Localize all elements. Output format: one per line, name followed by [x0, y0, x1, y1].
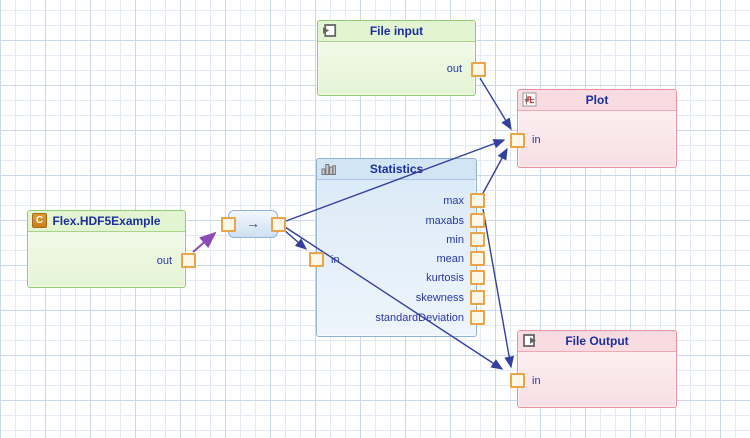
node-statistics[interactable]: Statistics in max maxabs min mean kurtos…: [309, 158, 485, 337]
port-flex-out[interactable]: [181, 253, 196, 268]
node-flex-titlebar[interactable]: C Flex.HDF5Example: [28, 211, 185, 232]
port-statistics-maxabs[interactable]: [470, 213, 485, 228]
port-label-kurtosis: kurtosis: [426, 272, 464, 284]
node-plot-titlebar[interactable]: Plot: [518, 90, 676, 111]
node-statistics-titlebar[interactable]: Statistics: [317, 159, 476, 180]
port-label-in: in: [532, 134, 541, 146]
port-label-min: min: [446, 234, 464, 246]
node-relay[interactable]: →: [221, 210, 286, 238]
port-label-maxabs: maxabs: [425, 215, 464, 227]
bar-chart-icon: [321, 161, 337, 176]
node-plot[interactable]: Plot in: [510, 89, 677, 168]
wire-relay-out-to-plot-in[interactable]: [285, 139, 506, 222]
port-label-out: out: [156, 255, 172, 267]
port-relay-in[interactable]: [221, 217, 236, 232]
port-statistics-min[interactable]: [470, 232, 485, 247]
node-file-input[interactable]: File input out: [317, 20, 486, 96]
node-title: File input: [369, 24, 424, 38]
port-file-input-out[interactable]: [471, 62, 486, 77]
wire-file-input-out-to-plot-in[interactable]: [479, 77, 512, 131]
class-c-icon: C: [32, 213, 47, 228]
wire-relay-out-to-file-output-in[interactable]: [284, 226, 504, 370]
node-file-output[interactable]: File Output in: [510, 330, 677, 408]
node-title: Flex.HDF5Example: [52, 214, 161, 228]
node-title: Plot: [585, 93, 609, 107]
port-label-standarddeviation: standardDeviation: [375, 312, 464, 324]
file-import-icon: [322, 23, 337, 38]
port-label-max: max: [443, 195, 464, 207]
port-label-skewness: skewness: [415, 292, 464, 304]
port-statistics-kurtosis[interactable]: [470, 270, 485, 285]
node-file-input-titlebar[interactable]: File input: [318, 21, 475, 42]
port-statistics-max[interactable]: [470, 193, 485, 208]
wire-flex-out-to-relay-in[interactable]: [192, 231, 217, 253]
port-file-output-in[interactable]: [510, 373, 525, 388]
arrow-right-icon: →: [246, 215, 260, 231]
node-title: Statistics: [369, 162, 424, 176]
port-statistics-mean[interactable]: [470, 251, 485, 266]
node-flex-hdf5example[interactable]: C Flex.HDF5Example out: [27, 210, 196, 288]
port-label-in: in: [532, 375, 541, 387]
wire-statistics-max-to-file-output-in[interactable]: [482, 208, 514, 369]
port-label-out: out: [446, 63, 462, 75]
wire-statistics-max-to-plot-in[interactable]: [481, 147, 508, 196]
port-statistics-skewness[interactable]: [470, 290, 485, 305]
node-title: File Output: [565, 334, 629, 348]
file-export-icon: [522, 333, 537, 348]
plot-icon: [522, 92, 537, 107]
port-plot-in[interactable]: [510, 133, 525, 148]
port-label-mean: mean: [436, 253, 464, 265]
port-statistics-standarddeviation[interactable]: [470, 310, 485, 325]
wire-relay-out-to-statistics-in[interactable]: [283, 229, 308, 250]
node-file-output-titlebar[interactable]: File Output: [518, 331, 676, 352]
port-relay-out[interactable]: [271, 217, 286, 232]
port-statistics-in[interactable]: [309, 252, 324, 267]
